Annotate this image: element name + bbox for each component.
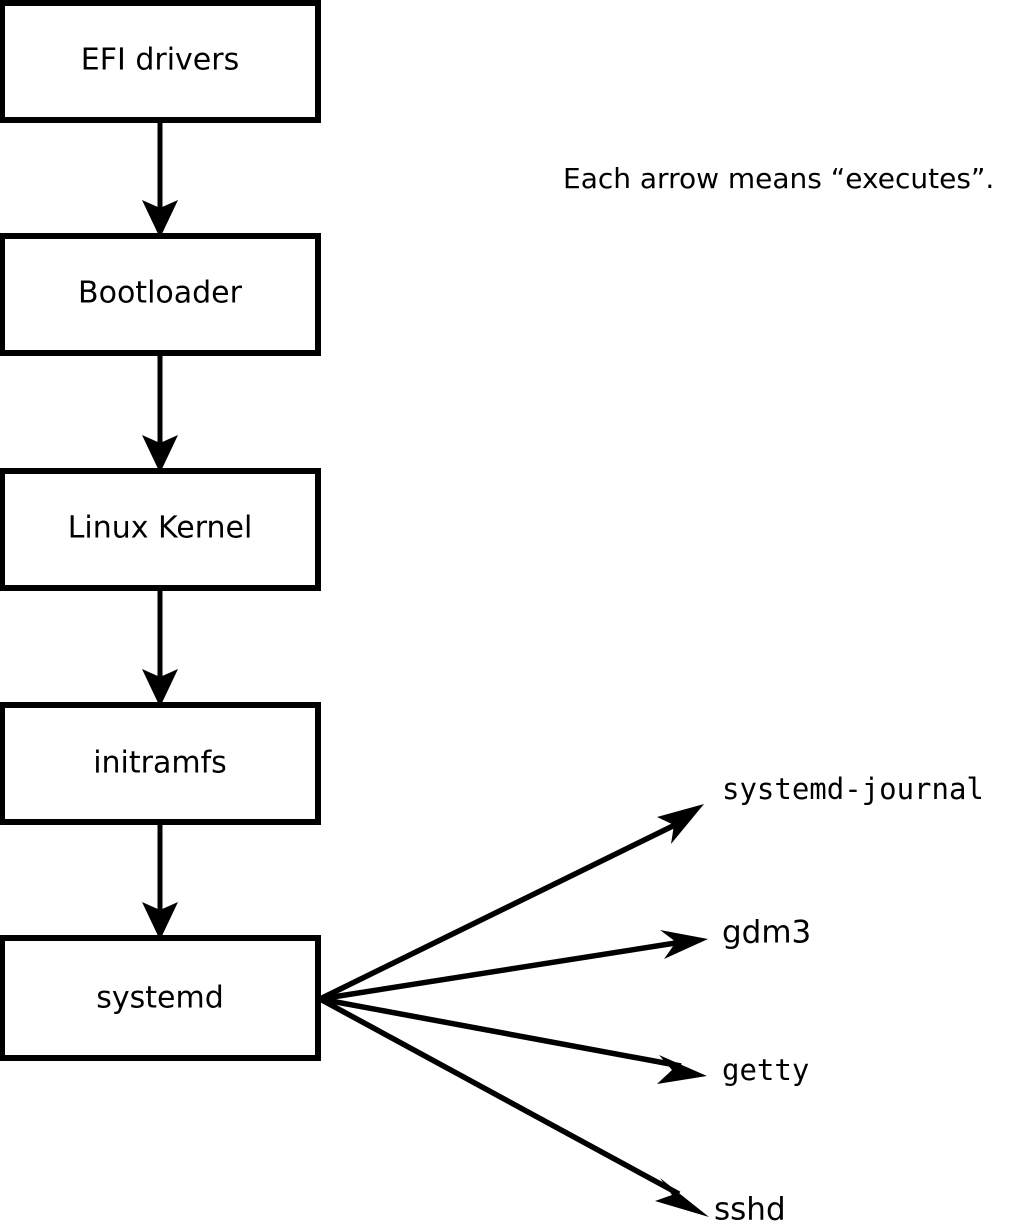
- node-label-efi-drivers: EFI drivers: [81, 43, 239, 78]
- node-box-efi-drivers[interactable]: [0, 0, 321, 123]
- chain-node-initramfs[interactable]: initramfs: [0, 702, 321, 825]
- node-box-initramfs[interactable]: [0, 702, 321, 825]
- edge-bootloader-to-kernel: [142, 353, 178, 473]
- arrow-head-systemd-to-systemd-journal: [657, 804, 704, 844]
- node-label-linux-kernel: Linux Kernel: [68, 511, 253, 546]
- edge-systemd-to-gdm3: [319, 930, 708, 1002]
- arrow-head-systemd-to-sshd: [655, 1178, 709, 1217]
- arrow-head-systemd-to-getty: [657, 1055, 707, 1084]
- edge-kernel-to-initramfs: [142, 588, 178, 707]
- edge-initramfs-to-systemd: [142, 822, 178, 940]
- edge-shaft-systemd-to-gdm3: [319, 939, 683, 1002]
- edge-systemd-to-getty: [319, 996, 707, 1084]
- edge-shaft-systemd-to-getty: [319, 996, 682, 1069]
- chain-node-systemd[interactable]: systemd: [0, 935, 321, 1061]
- leaf-label-getty: getty: [722, 1053, 809, 1087]
- leaf-label-systemd-journal: systemd-journal: [722, 772, 984, 806]
- edge-shaft-systemd-to-systemd-journal: [318, 820, 681, 1002]
- edge-shaft-systemd-to-sshd: [318, 996, 681, 1197]
- chain-node-bootloader[interactable]: Bootloader: [0, 233, 321, 356]
- node-label-bootloader: Bootloader: [78, 276, 243, 311]
- edge-efi-to-bootloader: [142, 120, 178, 238]
- node-label-initramfs: initramfs: [93, 746, 227, 781]
- leaf-label-sshd: sshd: [714, 1192, 786, 1228]
- arrow-head-bootloader-to-kernel: [142, 435, 178, 473]
- edge-systemd-to-systemd-journal: [318, 804, 704, 1002]
- edge-systemd-to-sshd: [318, 996, 709, 1217]
- leaf-label-gdm3: gdm3: [722, 915, 811, 951]
- arrow-head-efi-to-bootloader: [142, 200, 178, 238]
- diagram-caption: Each arrow means “executes”.: [563, 162, 994, 195]
- chain-node-linux-kernel[interactable]: Linux Kernel: [0, 468, 321, 591]
- node-box-systemd[interactable]: [0, 935, 321, 1061]
- node-label-systemd: systemd: [96, 981, 224, 1016]
- arrow-head-initramfs-to-systemd: [142, 902, 178, 940]
- arrow-head-systemd-to-gdm3: [660, 930, 708, 959]
- arrow-head-kernel-to-initramfs: [142, 669, 178, 707]
- chain-node-efi-drivers[interactable]: EFI drivers: [0, 0, 321, 123]
